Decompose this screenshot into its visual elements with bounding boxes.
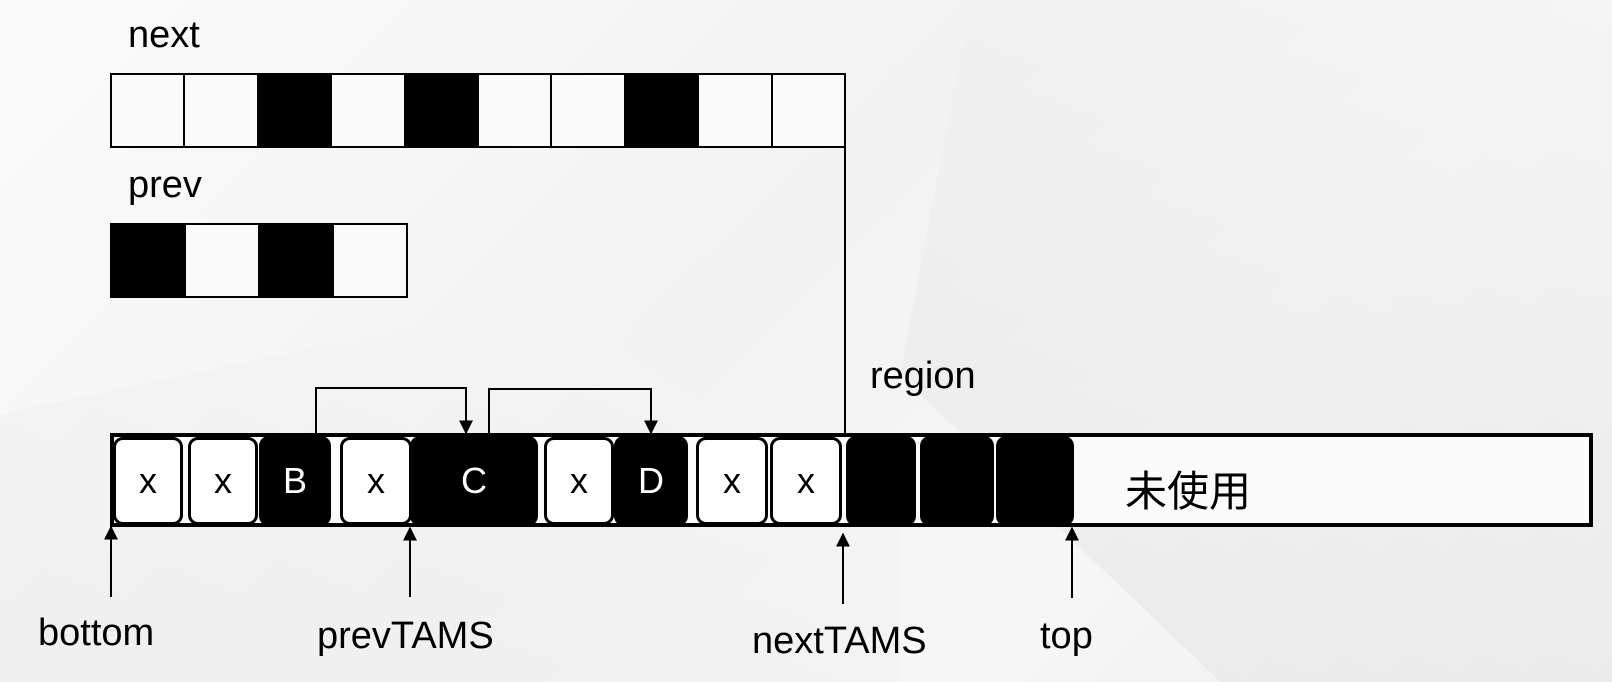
object-d: D: [614, 436, 688, 526]
bitmap-cell-unmarked: [699, 75, 773, 146]
next-bitmap: [110, 73, 846, 148]
next-bitmap-label: next: [128, 14, 200, 56]
bitmap-cell-marked: [112, 225, 186, 296]
prev-bitmap-label: prev: [128, 164, 202, 206]
bitmap-cell-unmarked: [334, 225, 406, 296]
bitmap-cell-unmarked: [185, 75, 259, 146]
bitmap-cell-unmarked: [332, 75, 406, 146]
bitmap-cell-unmarked: [772, 75, 845, 146]
bitmap-cell-marked: [625, 75, 700, 146]
unused-area-label: 未使用: [1125, 467, 1252, 516]
bitmap-cell-unmarked: [112, 75, 186, 146]
region-label: region: [870, 355, 976, 397]
reference-arrow-b-to-c: [315, 387, 473, 435]
reference-arrow-c-to-d: [488, 388, 658, 435]
bitmap-cell-marked: [260, 225, 334, 296]
object-marked: [846, 436, 916, 526]
bitmap-cell-marked: [405, 75, 480, 146]
top-label: top: [1040, 615, 1093, 657]
bottom-label: bottom: [38, 612, 155, 654]
object-c: C: [410, 436, 538, 526]
object-x: x: [696, 437, 768, 525]
object-x: x: [770, 437, 842, 525]
prevtams-label: prevTAMS: [317, 615, 494, 657]
nexttams-label: nextTAMS: [752, 620, 927, 662]
object-marked: [920, 436, 994, 526]
bitmap-cell-unmarked: [186, 225, 260, 296]
object-marked: [996, 436, 1074, 526]
bitmap-cell-marked: [258, 75, 333, 146]
object-x: x: [544, 437, 614, 525]
bitmap-cell-unmarked: [479, 75, 553, 146]
bitmap-cell-unmarked: [552, 75, 626, 146]
object-x: x: [188, 437, 258, 525]
prev-bitmap: [110, 223, 408, 298]
object-b: B: [259, 436, 331, 526]
object-x: x: [113, 437, 183, 525]
object-x: x: [340, 437, 412, 525]
